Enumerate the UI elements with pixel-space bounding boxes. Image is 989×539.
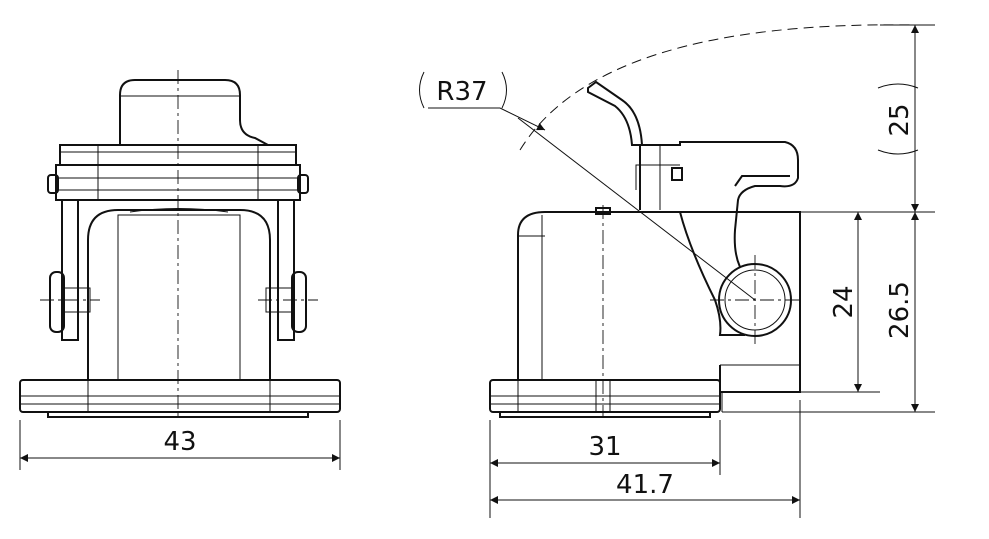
dimension-body-height: 24 <box>829 285 859 318</box>
front-view: 43 <box>19 70 341 470</box>
side-view: R37 25 24 26.5 31 41.7 <box>419 24 935 518</box>
dimension-total-body-height: 26.5 <box>885 281 915 339</box>
dimension-front-width: 43 <box>163 427 196 457</box>
dimension-side-total-width: 41.7 <box>616 470 674 500</box>
radius-leader <box>517 117 756 301</box>
dimension-lever-radius: R37 <box>436 77 487 107</box>
lever-swing-arc <box>519 24 916 151</box>
dimension-lever-height: 25 <box>885 103 915 136</box>
dimension-side-base-width: 31 <box>588 432 621 462</box>
